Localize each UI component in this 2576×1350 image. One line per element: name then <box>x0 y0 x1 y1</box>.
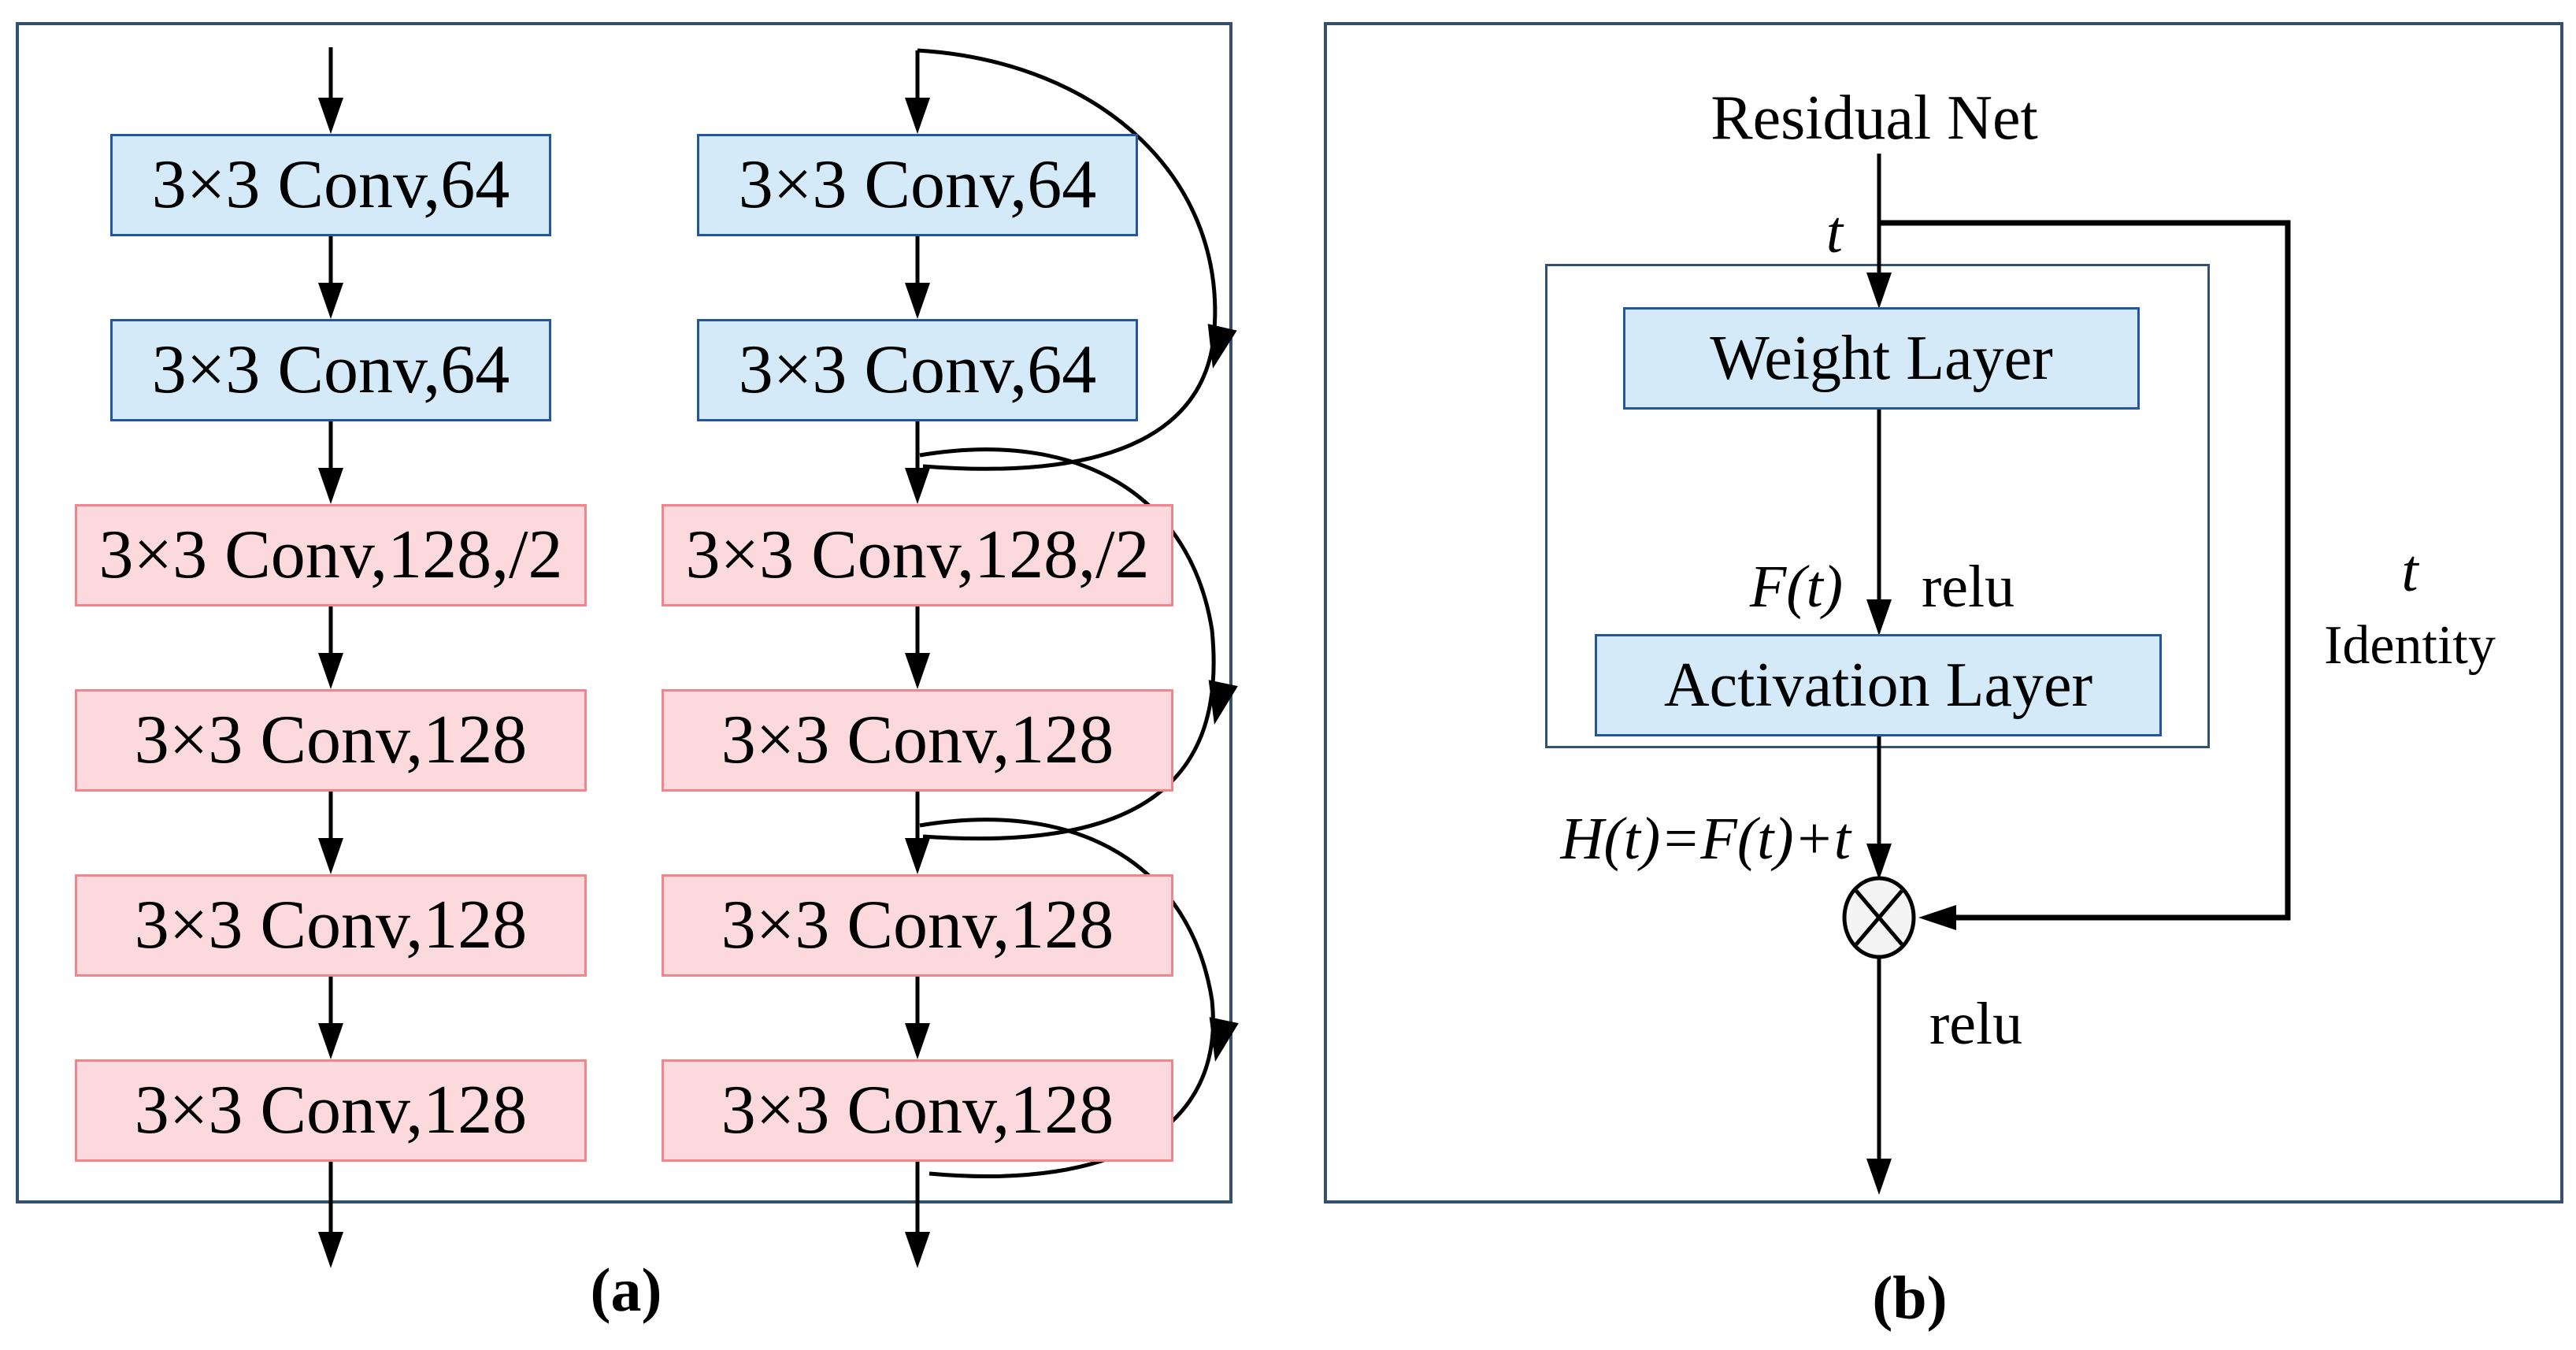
conv-box: 3×3 Conv,64 <box>697 319 1138 421</box>
identity-t-label: t <box>2401 538 2418 604</box>
conv-box: 3×3 Conv,128 <box>75 874 587 977</box>
weight-layer-box: Weight Layer <box>1623 307 2140 410</box>
sum-equation-label: H(t)=F(t)+t <box>1560 806 1851 872</box>
conv-box: 3×3 Conv,128,/2 <box>662 504 1173 606</box>
conv-box: 3×3 Conv,64 <box>110 319 551 421</box>
conv-box: 3×3 Conv,128 <box>662 689 1173 792</box>
conv-box: 3×3 Conv,128,/2 <box>75 504 587 606</box>
conv-box: 3×3 Conv,64 <box>110 134 551 236</box>
conv-box: 3×3 Conv,128 <box>75 1059 587 1162</box>
residual-net-title: Residual Net <box>1711 83 2038 153</box>
conv-box: 3×3 Conv,128 <box>75 689 587 792</box>
input-t-label: t <box>1825 199 1843 265</box>
activation-layer-box: Activation Layer <box>1595 634 2162 736</box>
f-of-t-label: F(t) <box>1749 554 1843 620</box>
panel-a-label: (a) <box>590 1255 662 1324</box>
panel-b-label: (b) <box>1872 1263 1948 1332</box>
conv-box: 3×3 Conv,128 <box>662 1059 1173 1162</box>
relu-bottom-label: relu <box>1929 991 2023 1057</box>
relu-mid-label: relu <box>1922 554 2015 620</box>
conv-box: 3×3 Conv,128 <box>662 874 1173 977</box>
identity-label: Identity <box>2324 615 2496 676</box>
conv-box: 3×3 Conv,64 <box>697 134 1138 236</box>
